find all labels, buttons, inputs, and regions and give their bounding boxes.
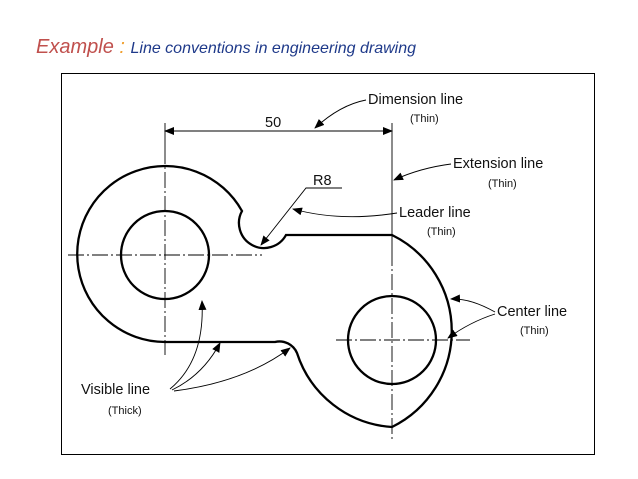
- leader-line-pointer: [292, 207, 398, 218]
- callout-dimension-line: Dimension line: [368, 92, 463, 108]
- callout-center-line-weight: (Thin): [520, 325, 549, 337]
- extension-line-leader: [393, 163, 452, 181]
- callout-visible-line: Visible line: [81, 382, 150, 398]
- dimension-value: 50: [265, 115, 281, 131]
- callout-extension-line: Extension line: [453, 156, 543, 172]
- title-prefix: Example: [36, 36, 114, 58]
- visible-line-pointer-2: [171, 342, 221, 391]
- callout-leader-line-weight: (Thin): [427, 226, 456, 238]
- callout-visible-line-weight: (Thick): [108, 405, 142, 417]
- center-line-pointer-2: [447, 313, 496, 339]
- callout-dimension-line-weight: (Thin): [410, 113, 439, 125]
- callout-center-line: Center line: [497, 304, 567, 320]
- visible-outline: [76, 164, 453, 429]
- visible-line-pointer-1: [169, 300, 207, 390]
- title-text: Line conventions in engineering drawing: [130, 40, 417, 57]
- callout-extension-line-weight: (Thin): [488, 178, 517, 190]
- center-lines: [68, 148, 470, 440]
- dimension-line-leader: [314, 99, 367, 129]
- visible-line-pointer-3: [173, 347, 291, 392]
- callout-leader-line: Leader line: [399, 205, 471, 221]
- radius-leader: [260, 187, 342, 246]
- center-line-pointer-1: [450, 294, 496, 313]
- title-separator: :: [113, 36, 131, 58]
- slide-title: Example : Line conventions in engineerin…: [36, 36, 416, 59]
- drawing-frame: [61, 73, 595, 455]
- radius-label: R8: [313, 173, 332, 189]
